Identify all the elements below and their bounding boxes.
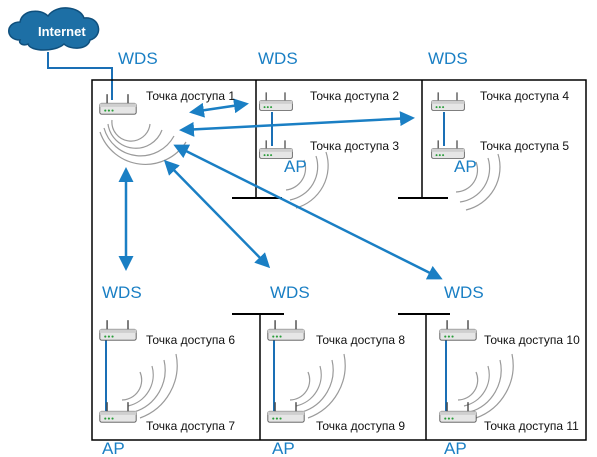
wds-label-top-1: WDS bbox=[118, 49, 158, 68]
radio-waves-ap7 bbox=[121, 353, 178, 419]
router-icon-ap6 bbox=[99, 320, 137, 341]
ap-label-2: AP bbox=[454, 157, 477, 176]
network-frame bbox=[91, 79, 587, 441]
wds-label-bottom-2: WDS bbox=[270, 283, 310, 302]
access-point-5-label: Точка доступа 5 bbox=[480, 139, 569, 153]
access-point-11-label: Точка доступа 11 bbox=[484, 419, 579, 433]
internet-cloud: Internet bbox=[8, 7, 100, 51]
ap-label-3: AP bbox=[102, 439, 125, 457]
ap-label-1: AP bbox=[284, 157, 307, 176]
ap-label-4: AP bbox=[272, 439, 295, 457]
router-icon-ap5 bbox=[431, 140, 465, 159]
ap-label-5: AP bbox=[444, 439, 467, 457]
wds-label-top-2: WDS bbox=[258, 49, 298, 68]
uplink-cable bbox=[47, 52, 113, 100]
access-point-10-label: Точка доступа 10 bbox=[484, 333, 580, 347]
access-point-4-label: Точка доступа 4 bbox=[480, 89, 569, 103]
router-icon-ap4 bbox=[431, 92, 465, 111]
radio-waves-ap1 bbox=[99, 119, 187, 165]
wds-arrow-ap1-ap8 bbox=[163, 159, 271, 269]
radio-waves-ap5 bbox=[455, 153, 501, 211]
access-point-6-label: Точка доступа 6 bbox=[146, 333, 235, 347]
access-point-2-label: Точка доступа 2 bbox=[310, 89, 399, 103]
internet-label: Internet bbox=[38, 24, 86, 39]
router-icon-ap1 bbox=[99, 94, 137, 115]
wds-label-top-3: WDS bbox=[428, 49, 468, 68]
access-point-8-label: Точка доступа 8 bbox=[316, 333, 405, 347]
wds-arrow-ap1-ap2 bbox=[189, 98, 249, 118]
router-icon-ap2 bbox=[259, 92, 293, 111]
router-icon-ap8 bbox=[267, 320, 305, 341]
router-icon-ap3 bbox=[259, 140, 293, 159]
wds-links bbox=[118, 98, 443, 280]
wds-label-bottom-1: WDS bbox=[102, 283, 142, 302]
access-point-7-label: Точка доступа 7 bbox=[146, 419, 235, 433]
radio-waves-ap11 bbox=[457, 353, 514, 419]
wds-arrow-ap1-ap10 bbox=[173, 144, 443, 280]
access-point-1-label: Точка доступа 1 bbox=[146, 89, 235, 103]
wds-label-bottom-3: WDS bbox=[444, 283, 484, 302]
access-point-3-label: Точка доступа 3 bbox=[310, 139, 399, 153]
router-icon-ap10 bbox=[439, 320, 477, 341]
access-point-9-label: Точка доступа 9 bbox=[316, 419, 405, 433]
wds-arrow-ap1-ap4 bbox=[179, 111, 415, 137]
radio-waves-ap9 bbox=[289, 353, 346, 419]
